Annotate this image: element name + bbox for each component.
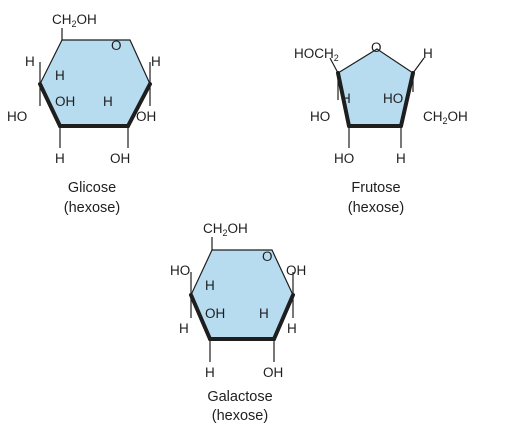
galactose-ring-oxygen: O [262, 249, 273, 264]
galactose-ho-c5: HO [170, 263, 190, 278]
glucose-oh-c2: OH [110, 151, 130, 166]
fructose-structure: HOCH2 O H H HO HO CH2OH HO H Frutose (he… [294, 40, 468, 216]
galactose-h-c4: H [179, 321, 189, 336]
fructose-type: (hexose) [348, 200, 404, 216]
fructose-ho-c4: HO [334, 151, 354, 166]
galactose-oh-c2: OH [263, 365, 283, 380]
glucose-h-c5: H [25, 54, 35, 69]
fructose-name: Frutose [351, 180, 400, 196]
glucose-ch2oh-label: CH2OH [52, 12, 97, 29]
glucose-oh-c1: OH [136, 109, 156, 124]
galactose-h-c1: H [287, 321, 297, 336]
glucose-h-c4-inner: H [55, 68, 65, 83]
galactose-ch2oh-label: CH2OH [203, 221, 248, 238]
fructose-ring-oxygen: O [371, 40, 382, 55]
glucose-structure: CH2OH O H H H OH H HO OH H OH Glicose (h… [7, 12, 161, 216]
glucose-ho-c4: HO [7, 109, 27, 124]
galactose-name: Galactose [207, 389, 272, 405]
fructose-hoch2-label: HOCH2 [294, 46, 339, 63]
fructose-h-c2: H [423, 46, 433, 61]
glucose-name: Glicose [68, 180, 116, 196]
fructose-h-c3: H [396, 151, 406, 166]
galactose-h-c4-inner: H [205, 278, 215, 293]
glucose-ring-oxygen: O [111, 38, 122, 53]
galactose-oh-c3-inner: OH [205, 306, 225, 321]
glucose-type: (hexose) [64, 200, 120, 216]
glucose-h-c3: H [55, 151, 65, 166]
glucose-h-c1: H [151, 54, 161, 69]
fructose-ch2oh-label: CH2OH [423, 109, 468, 126]
galactose-type: (hexose) [212, 408, 268, 424]
galactose-h-c3: H [205, 365, 215, 380]
galactose-structure: CH2OH O HO OH H OH H H H H OH Galactose … [170, 221, 306, 424]
fructose-ho-c3-inner: HO [383, 91, 403, 106]
fructose-h-c5: H [341, 91, 351, 106]
fructose-ho-c5: HO [310, 109, 330, 124]
galactose-oh-c1: OH [286, 263, 306, 278]
galactose-h-c2-inner: H [259, 306, 269, 321]
glucose-h-c3-inner: H [103, 94, 113, 109]
glucose-oh-c4-inner: OH [55, 94, 75, 109]
